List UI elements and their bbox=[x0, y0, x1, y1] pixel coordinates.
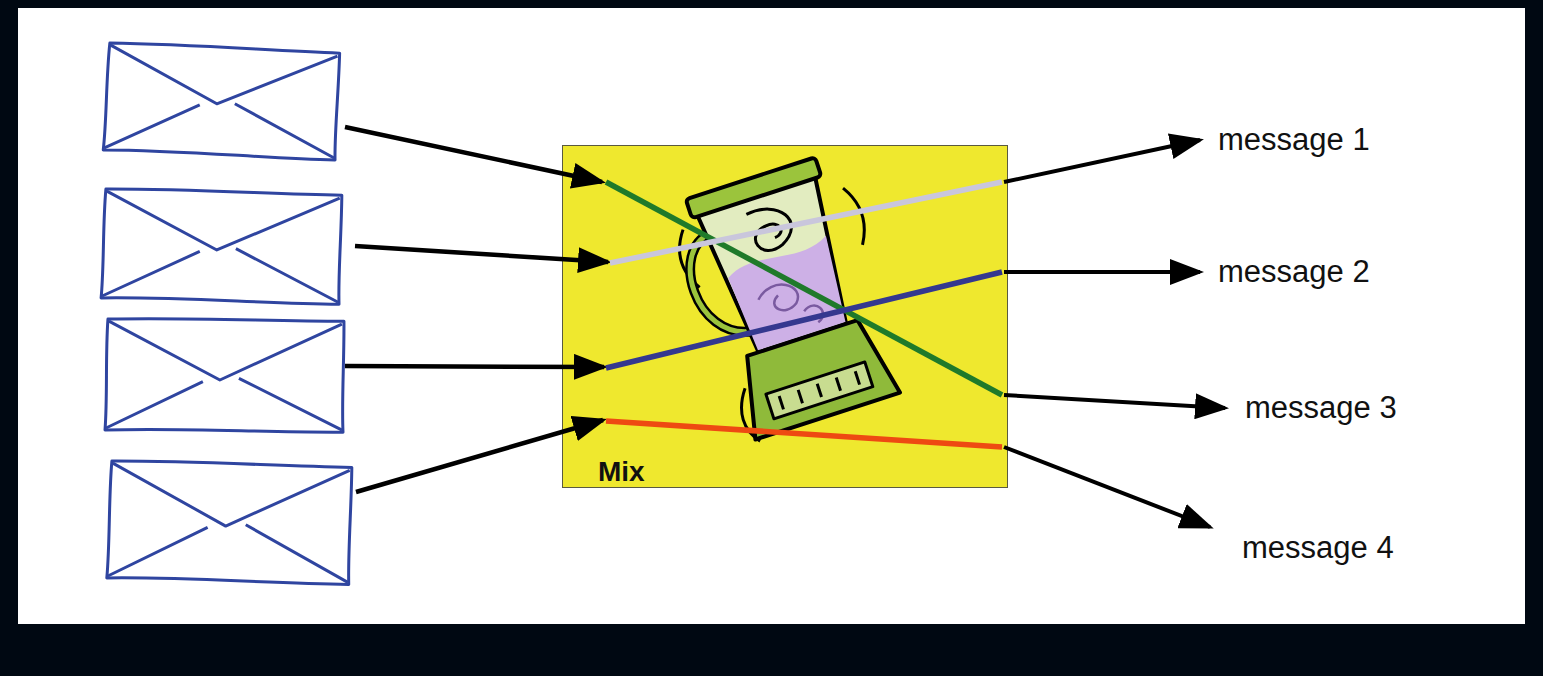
motion-lines bbox=[672, 176, 919, 448]
mix-path bbox=[606, 272, 1002, 368]
blender-panel bbox=[766, 362, 873, 419]
message-label: message 2 bbox=[1218, 254, 1370, 290]
input-arrow bbox=[356, 420, 603, 492]
blender-handle bbox=[679, 231, 752, 345]
blender-base bbox=[730, 315, 900, 440]
input-arrow bbox=[345, 366, 604, 367]
input-arrow bbox=[355, 246, 608, 262]
message-label: message 4 bbox=[1242, 530, 1394, 566]
output-arrows bbox=[1004, 140, 1225, 527]
blender-swirl bbox=[746, 202, 797, 255]
envelope-outline bbox=[105, 317, 345, 434]
blender-jar bbox=[697, 176, 861, 357]
input-arrows bbox=[345, 127, 608, 492]
envelope-outline bbox=[107, 459, 353, 586]
envelope-outline bbox=[103, 41, 340, 162]
envelope-folds bbox=[106, 320, 344, 432]
blender-lid bbox=[686, 157, 822, 218]
envelope-outline bbox=[101, 187, 343, 306]
envelope bbox=[105, 317, 345, 434]
mix-path bbox=[606, 182, 1002, 395]
envelope bbox=[107, 459, 353, 586]
envelope bbox=[101, 187, 343, 306]
input-arrow bbox=[345, 127, 602, 182]
blender-handle-fill bbox=[679, 231, 752, 345]
output-arrow bbox=[1004, 140, 1200, 182]
mix-path bbox=[610, 182, 1002, 263]
mix-box: Mix bbox=[562, 145, 1008, 488]
message-label: message 1 bbox=[1218, 122, 1370, 158]
envelope-folds bbox=[108, 462, 352, 584]
output-arrow bbox=[1004, 395, 1225, 408]
envelope bbox=[103, 41, 340, 162]
envelope-folds bbox=[102, 190, 342, 304]
mix-paths bbox=[606, 182, 1002, 447]
blender-contents bbox=[725, 236, 853, 352]
blender-illustration bbox=[663, 149, 918, 447]
message-label: message 3 bbox=[1245, 390, 1397, 426]
node-title: Mix bbox=[598, 456, 645, 488]
output-arrow bbox=[1004, 270, 1200, 274]
blender-swirl bbox=[756, 274, 826, 338]
mix-path bbox=[606, 421, 1002, 447]
envelopes bbox=[101, 41, 353, 586]
envelope-folds bbox=[104, 44, 339, 160]
output-arrow bbox=[1004, 447, 1210, 527]
blender-buttons bbox=[779, 371, 859, 409]
